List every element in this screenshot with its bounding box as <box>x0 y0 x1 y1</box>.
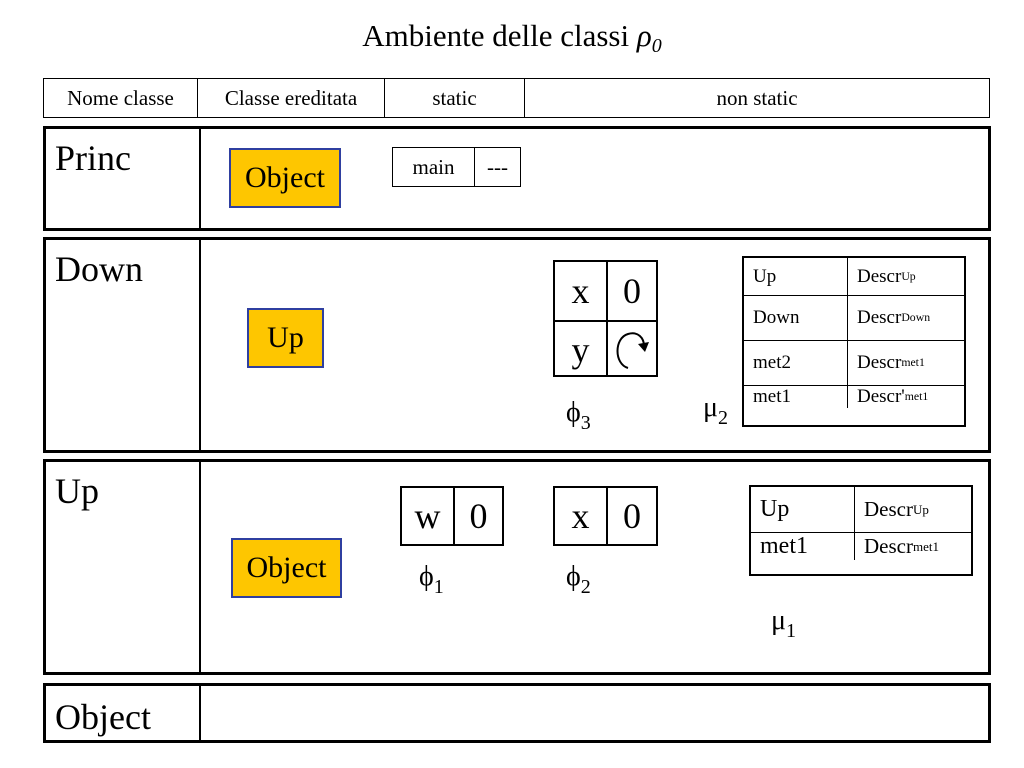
class-name-cell: Up <box>46 462 201 672</box>
method-name: Up <box>744 258 848 295</box>
frame-row: x 0 <box>555 262 656 322</box>
frame-label-subscript: 2 <box>580 576 591 598</box>
frame-label-symbol: ϕ <box>566 397 581 428</box>
class-row-princ: Princ <box>43 126 991 231</box>
frame-table: x 0 y <box>553 260 658 377</box>
descr-subscript: Down <box>901 311 931 324</box>
descr-subscript: met1 <box>912 538 940 554</box>
frame-label-subscript: 1 <box>433 576 444 598</box>
descr-text: Descr <box>857 307 902 328</box>
frame-label-symbol: ϕ <box>419 561 434 592</box>
header-static: static <box>385 79 525 117</box>
parent-class-box: Object <box>229 148 341 208</box>
descr-subscript: met1 <box>904 390 929 403</box>
pointer-arrow-icon <box>616 331 649 369</box>
methods-label: μ1 <box>771 605 796 643</box>
method-name: Up <box>751 487 855 532</box>
frame-row: w 0 <box>402 488 502 544</box>
title-text: Ambiente delle classi <box>362 18 637 53</box>
class-row-down: Down <box>43 237 991 453</box>
method-name: Down <box>744 296 848 340</box>
class-row-object: Object <box>43 683 991 743</box>
class-name-cell: Princ <box>46 129 201 228</box>
descr-text: Descr <box>857 265 902 287</box>
methods-label: μ2 <box>703 392 728 430</box>
frame-var-name: x <box>555 488 608 544</box>
methods-label-symbol: μ <box>771 605 787 636</box>
frame-label-symbol: ϕ <box>566 561 581 592</box>
descr-subscript: met1 <box>901 356 925 369</box>
method-row: met1 Descr'met1 <box>744 386 964 408</box>
class-name-down: Down <box>55 249 143 289</box>
methods-label-subscript: 2 <box>718 407 729 429</box>
descr-text: Descr <box>864 497 913 521</box>
class-row-up: Up <box>43 459 991 675</box>
class-name-up: Up <box>55 471 99 511</box>
method-name: met1 <box>751 533 855 560</box>
class-name-object: Object <box>55 697 151 737</box>
parent-class-box: Object <box>231 538 342 598</box>
descr-text: Descr' <box>857 386 905 407</box>
frame-row: x 0 <box>555 488 656 544</box>
class-name-cell: Down <box>46 240 201 450</box>
frame-table: w 0 <box>400 486 504 546</box>
method-name: met1 <box>744 386 848 408</box>
frame-label-subscript: 3 <box>580 412 591 434</box>
frame-label: ϕ1 <box>419 561 444 599</box>
header-non-static: non static <box>716 85 798 110</box>
descr-subscript: Up <box>901 269 916 283</box>
title-subscript: 0 <box>651 35 662 57</box>
frame-var-value: 0 <box>469 496 488 536</box>
frame-label: ϕ2 <box>566 561 591 599</box>
frame-var-value: 0 <box>623 271 641 311</box>
method-descr: Descr'met1 <box>848 386 964 408</box>
header-table: Nome classe Classe ereditata static non … <box>43 78 990 118</box>
page-title: Ambiente delle classi ρ0 <box>0 18 1024 58</box>
header-class-name: Nome classe <box>44 79 198 117</box>
static-key: main <box>393 148 475 186</box>
method-name: met2 <box>744 341 848 385</box>
title-symbol: ρ <box>636 18 652 53</box>
descr-text: Descr <box>864 534 913 558</box>
frame-var-value: 0 <box>623 496 641 536</box>
frame-var-name: w <box>402 488 455 544</box>
frame-row: y <box>555 322 656 377</box>
frame-var-name: y <box>555 322 608 377</box>
descr-subscript: Up <box>912 501 929 517</box>
methods-label-subscript: 1 <box>786 620 797 642</box>
frame-table: x 0 <box>553 486 658 546</box>
methods-label-symbol: μ <box>703 392 719 423</box>
frame-var-name: x <box>555 262 608 320</box>
static-value: --- <box>487 154 508 179</box>
descr-text: Descr <box>857 352 902 373</box>
header-inherited-class: Classe ereditata <box>198 79 385 117</box>
pointer-arrow-icon <box>608 322 656 377</box>
class-name-cell: Object <box>46 686 201 740</box>
static-table: main --- <box>392 147 521 187</box>
parent-class-box: Up <box>247 308 324 368</box>
frame-label: ϕ3 <box>566 397 591 435</box>
class-name-princ: Princ <box>55 138 131 178</box>
